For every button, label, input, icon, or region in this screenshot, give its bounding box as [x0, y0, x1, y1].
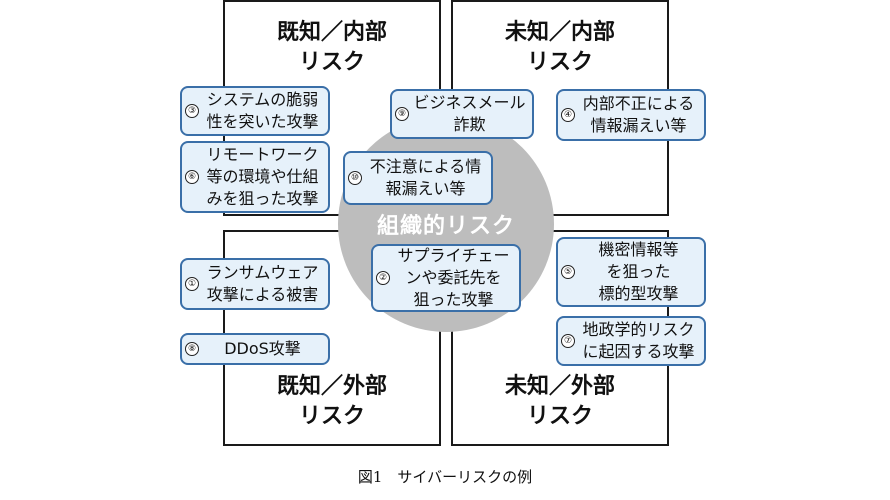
risk-text: サプライチェー ンや委託先を 狙った攻撃 [397, 246, 510, 309]
risk-box-1: ① ランサムウェア 攻撃による被害 [180, 258, 330, 310]
organizational-risk-label: 組織的リスク [376, 214, 515, 239]
risk-text: システムの脆弱 性を突いた攻撃 [206, 90, 319, 131]
title-unknown-internal: 未知／内部 リスク [504, 20, 615, 75]
risk-text: 機密情報等 を狙った 標的型攻撃 [598, 240, 679, 303]
risk-box-8: ⑧ DDoS攻撃 [180, 333, 330, 365]
risk-box-5: ⑤ 機密情報等 を狙った 標的型攻撃 [556, 237, 706, 307]
risk-text: ランサムウェア 攻撃による被害 [206, 263, 319, 304]
risk-number: ⑥ [185, 170, 199, 184]
risk-number: ⑨ [395, 107, 409, 121]
risk-box-2: ② サプライチェー ンや委託先を 狙った攻撃 [371, 244, 521, 312]
risk-number: ⑦ [561, 334, 575, 348]
risk-box-6: ⑥ リモートワーク 等の環境や仕組 みを狙った攻撃 [180, 141, 330, 213]
risk-text: 地政学的リスク に起因する攻撃 [582, 320, 695, 361]
risk-text: 内部不正による 情報漏えい等 [582, 94, 695, 135]
risk-number: ② [376, 271, 390, 285]
title-unknown-external: 未知／外部 リスク [504, 374, 615, 429]
risk-box-7: ⑦ 地政学的リスク に起因する攻撃 [556, 316, 706, 366]
title-known-external: 既知／外部 リスク [276, 374, 387, 429]
figure-caption: 図1 サイバーリスクの例 [357, 468, 533, 486]
risk-text: ビジネスメール 詐欺 [413, 93, 526, 134]
risk-text: DDoS攻撃 [224, 339, 301, 358]
risk-number: ③ [185, 104, 199, 118]
risk-text: 不注意による情 報漏えい等 [369, 157, 482, 198]
risk-number: ⑤ [561, 265, 575, 279]
risk-number: ⑧ [185, 342, 199, 356]
risk-text: リモートワーク 等の環境や仕組 みを狙った攻撃 [206, 145, 319, 208]
risk-number: ⑩ [348, 171, 362, 185]
risk-box-3: ③ システムの脆弱 性を突いた攻撃 [180, 86, 330, 136]
risk-box-9: ⑨ ビジネスメール 詐欺 [390, 89, 534, 139]
title-known-internal: 既知／内部 リスク [276, 20, 387, 75]
risk-number: ① [185, 277, 199, 291]
risk-box-10: ⑩ 不注意による情 報漏えい等 [343, 151, 493, 205]
risk-box-4: ④ 内部不正による 情報漏えい等 [556, 89, 706, 141]
risk-number: ④ [561, 108, 575, 122]
